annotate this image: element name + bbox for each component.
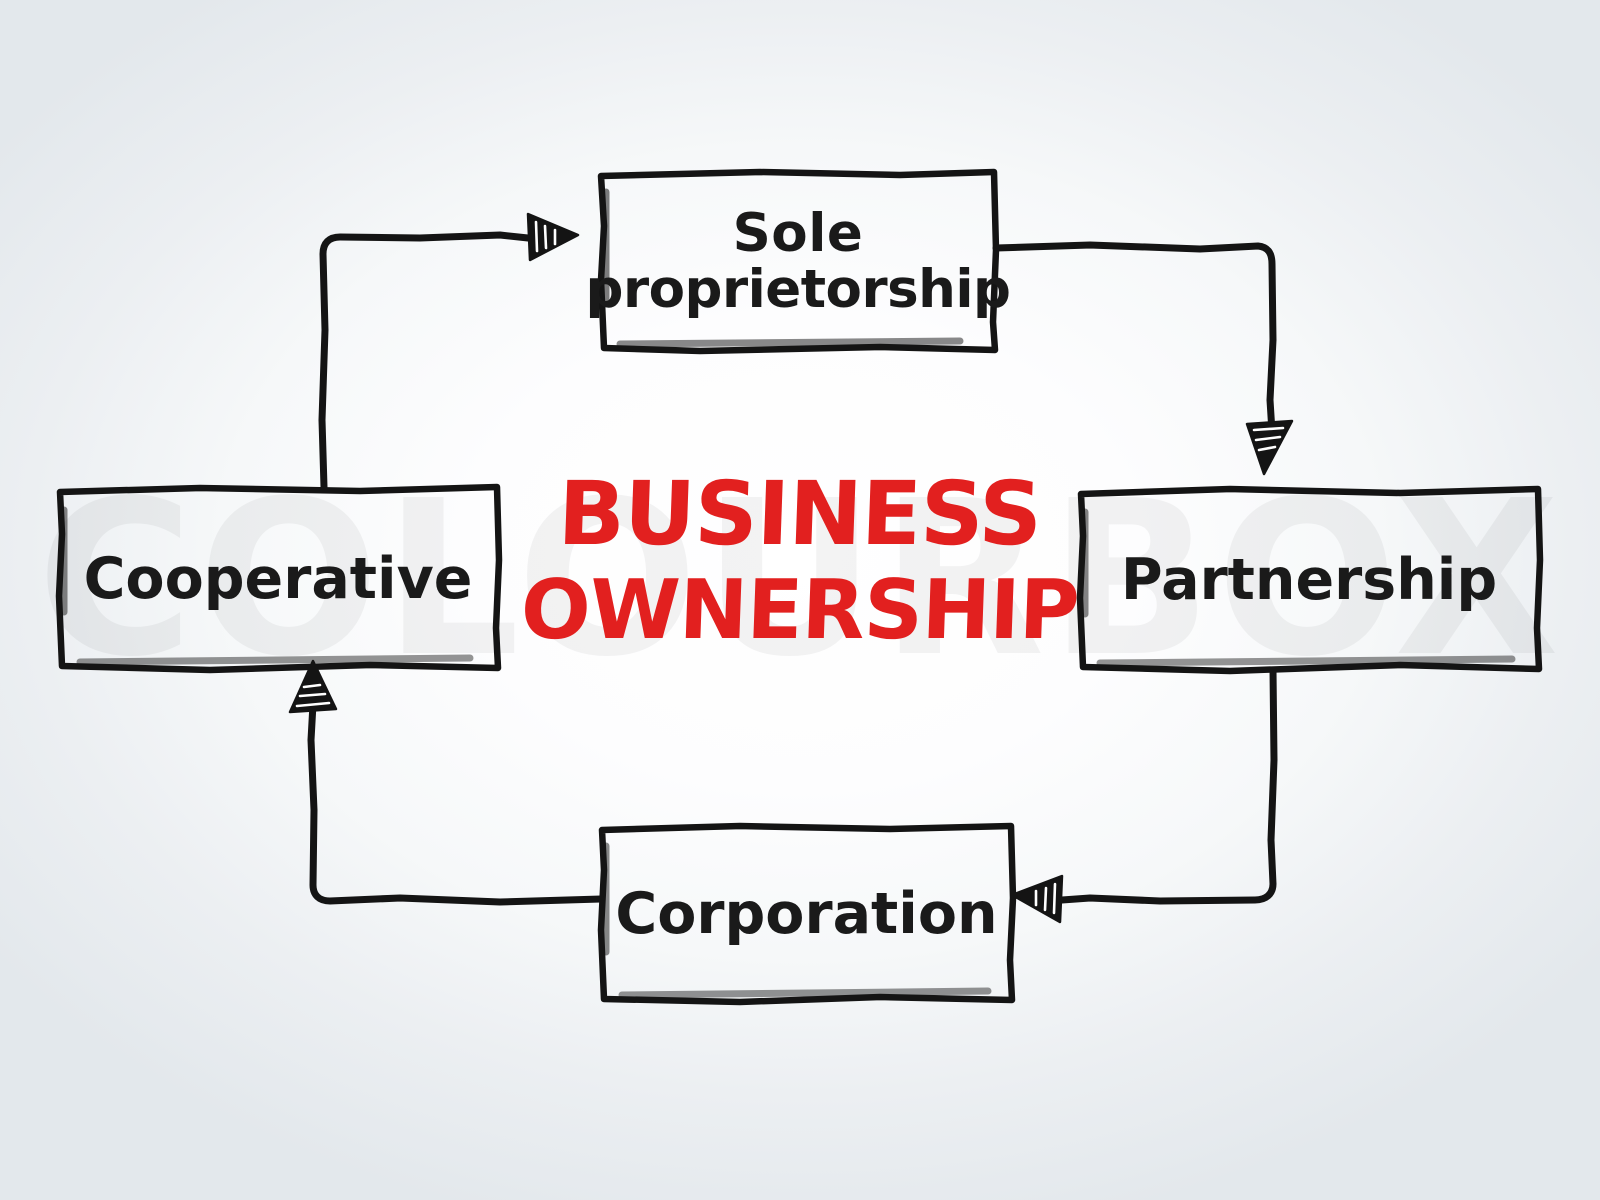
node-box-sole-proprietorship[interactable] [597,168,1000,355]
node-label-text: Partnership [1120,547,1498,613]
connector-cooperative-to-sole [318,212,580,491]
connector-partnership-to-corporation [1010,666,1278,924]
node-box-partnership[interactable] [1076,485,1544,675]
node-label-corporation[interactable]: Corporation [600,826,1013,1002]
connector-sole-to-partnership [992,241,1294,476]
node-label-cooperative[interactable]: Cooperative [58,488,498,670]
node-label-line-1: Sole [732,202,864,264]
node-box-corporation[interactable] [597,822,1017,1006]
node-box-cooperative[interactable] [55,483,503,674]
arrowhead-left-corporation [1010,874,1064,924]
node-label-line-2: proprietorship [585,259,1011,320]
arrowhead-up-cooperative [288,659,338,714]
connector-corporation-to-cooperative [288,659,605,906]
node-label-text: Cooperative [83,546,473,612]
node-label-sole-proprietorship[interactable]: Sole proprietorship [586,172,1011,352]
node-label-partnership[interactable]: Partnership [1078,490,1540,670]
node-label-text: Corporation [615,881,998,947]
arrowhead-down-partnership [1245,419,1294,476]
arrowhead-right-sole-proprietorship [526,212,580,262]
